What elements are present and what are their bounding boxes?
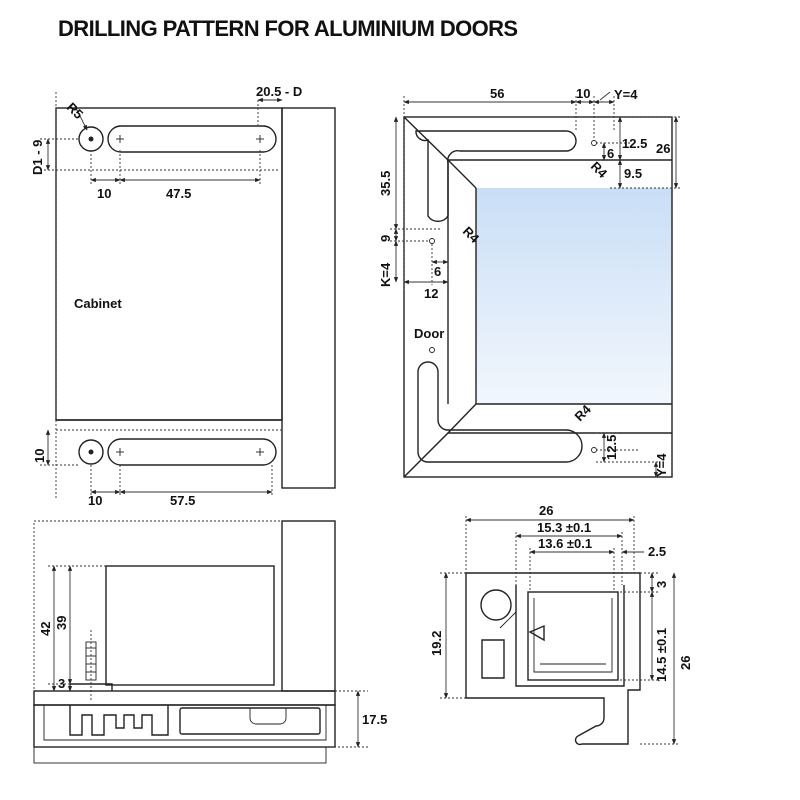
dim-39: 39 [54, 616, 69, 630]
cabinet-side-panel [281, 107, 336, 489]
profile-channel-hole [480, 589, 512, 621]
dim-10: 10 [576, 86, 590, 101]
dim-19-2: 19.2 [429, 631, 444, 656]
dim-profile-3: 3 [654, 581, 669, 588]
dim-17-5: 17.5 [362, 712, 387, 727]
dim-3: 3 [58, 676, 65, 691]
page-title: DRILLING PATTERN FOR ALUMINIUM DOORS [58, 16, 518, 41]
dim-12-5-top: 12.5 [622, 136, 647, 151]
door-slot-bottom [417, 361, 583, 463]
dim-9: 9 [378, 235, 393, 242]
dim-r4-a: R4 [588, 159, 611, 182]
dim-6-top: 6 [607, 146, 614, 161]
cabinet-label: Cabinet [74, 296, 122, 311]
door-view: 56 10 Y=4 12.5 26 6 R4 9.5 35.5 9 R4 6 K… [378, 86, 680, 478]
dim-2-5: 2.5 [648, 544, 666, 559]
dim-k4: K=4 [378, 262, 393, 287]
dim-35-5: 35.5 [378, 171, 393, 196]
cabinet-panel [55, 107, 283, 421]
dim-13-6: 13.6 ±0.1 [538, 536, 592, 551]
dim-top-47-5: 47.5 [166, 186, 191, 201]
door-profile-section [33, 704, 336, 748]
dim-26: 26 [656, 141, 670, 156]
glass-panel [476, 188, 672, 404]
door-label: Door [414, 326, 444, 341]
dim-9-5: 9.5 [624, 166, 642, 181]
dim-42: 42 [38, 622, 53, 636]
hinge-cup-block [105, 565, 275, 686]
cabinet-view: Cabinet R5 20.5 - D D1 - 9 10 47.5 10 10… [30, 84, 336, 508]
dim-bottom-57-5: 57.5 [170, 493, 195, 508]
dim-6-bottom: 6 [434, 264, 441, 279]
bottom-hinge-slot [78, 438, 277, 466]
dim-profile-26-side: 26 [678, 656, 693, 670]
dim-d1-9: D1 - 9 [30, 140, 45, 175]
dim-y4-bottom: Y=4 [654, 453, 669, 477]
dim-56: 56 [490, 86, 504, 101]
hinge-insert [527, 591, 619, 681]
dim-bottom-10-h: 10 [88, 493, 102, 508]
dim-14-5: 14.5 ±0.1 [654, 628, 669, 682]
dim-12-5-bottom: 12.5 [604, 435, 619, 460]
aluminium-profile [465, 572, 641, 746]
dim-top-10: 10 [97, 186, 111, 201]
dim-20-5-d: 20.5 - D [256, 84, 302, 99]
side-view: 42 39 3 17.5 [33, 520, 387, 764]
dim-profile-26: 26 [539, 503, 553, 518]
door-frame [403, 116, 673, 478]
dim-bottom-10-v: 10 [32, 449, 47, 463]
dim-15-3: 15.3 ±0.1 [537, 520, 591, 535]
glass-edge [33, 746, 327, 764]
profile-section-view: 26 15.3 ±0.1 13.6 ±0.1 2.5 3 19.2 14.5 ±… [429, 503, 693, 746]
dim-y4-top: Y=4 [614, 87, 638, 102]
dim-12: 12 [424, 286, 438, 301]
door-slot-top [415, 130, 577, 222]
